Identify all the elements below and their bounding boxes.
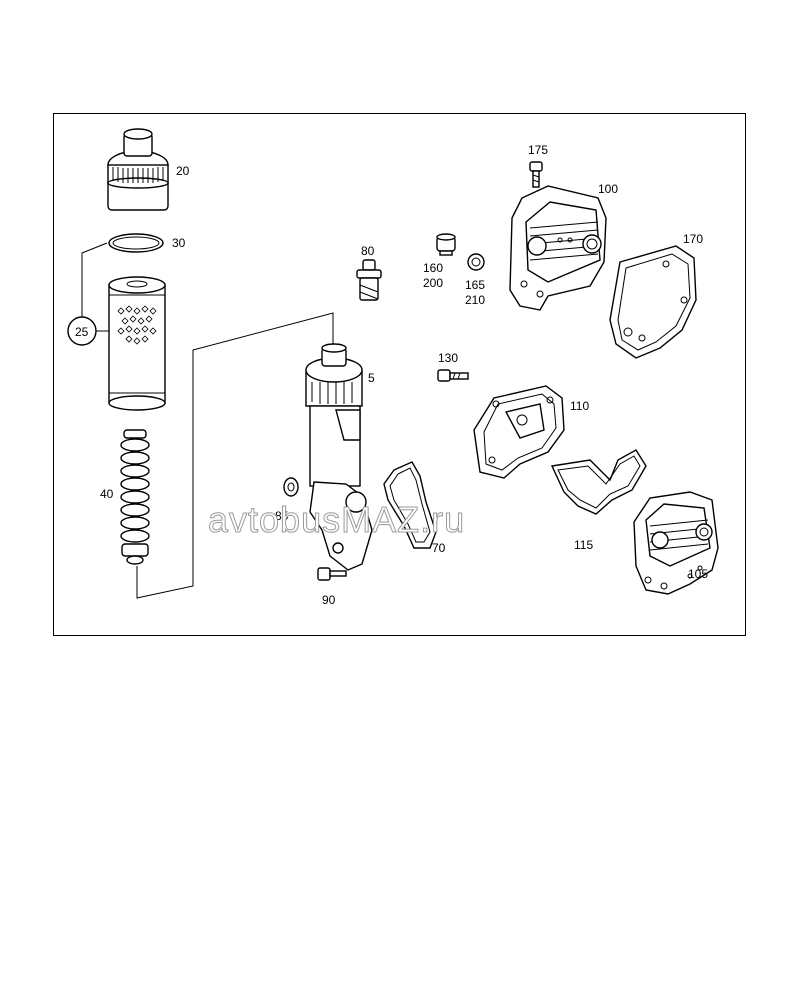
label-85: 85	[275, 509, 289, 523]
part-160-plug	[436, 233, 456, 256]
label-115: 115	[574, 538, 593, 552]
label-40: 40	[100, 487, 114, 501]
label-210: 210	[465, 293, 485, 307]
part-70-gasket	[383, 461, 437, 549]
label-170: 170	[683, 232, 703, 246]
label-130: 130	[438, 351, 458, 365]
part-170-gasket	[609, 245, 697, 359]
label-165: 165	[465, 278, 485, 292]
part-110-cover-plate	[473, 385, 565, 479]
label-200: 200	[423, 276, 443, 290]
label-105: 105	[688, 567, 708, 581]
part-90-bolt	[317, 567, 347, 581]
part-105-oil-cooler	[633, 491, 719, 595]
part-165-seal-ring	[467, 253, 485, 271]
part-115-gasket	[550, 449, 647, 515]
part-5-filter-housing	[305, 343, 373, 571]
label-70: 70	[432, 541, 446, 555]
part-100-oil-cooler	[509, 185, 607, 311]
callout-25	[67, 242, 109, 346]
part-130-bolt	[437, 369, 469, 382]
part-80-valve	[356, 259, 382, 301]
label-25: 25	[75, 325, 89, 339]
part-175-bolt	[529, 161, 543, 188]
label-30: 30	[172, 236, 186, 250]
label-5: 5	[368, 371, 375, 385]
part-40-spring	[120, 429, 150, 565]
label-110: 110	[570, 399, 589, 413]
label-20: 20	[176, 164, 190, 178]
watermark: avtobusMAZ.ru	[208, 499, 465, 540]
part-20-filter-cap	[107, 128, 169, 211]
label-160: 160	[423, 261, 443, 275]
label-80: 80	[361, 244, 375, 258]
part-30-o-ring	[108, 233, 164, 253]
part-85-seal	[283, 477, 299, 497]
label-175: 175	[528, 143, 548, 157]
label-100: 100	[598, 182, 618, 196]
label-90: 90	[322, 593, 336, 607]
assembly-bracket	[136, 312, 334, 599]
part-25-filter-element	[108, 276, 166, 411]
